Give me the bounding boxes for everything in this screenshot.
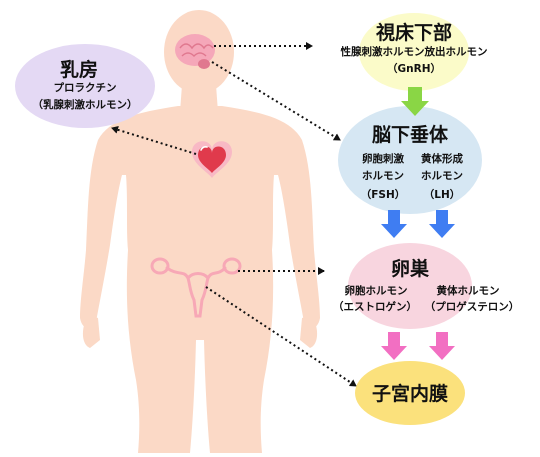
ovary-title: 卵巣 xyxy=(390,258,429,280)
breast-bubble xyxy=(15,44,155,128)
estrogen-label: 卵胞ホルモン xyxy=(344,285,408,297)
lh-line1: 黄体形成 xyxy=(421,153,463,165)
progesterone-label: 黄体ホルモン xyxy=(436,285,500,297)
uterus-icon xyxy=(150,257,242,318)
progesterone-sub: （プロゲステロン） xyxy=(424,301,520,313)
endometrium-title: 子宮内膜 xyxy=(371,383,448,405)
brain-icon xyxy=(175,34,215,69)
arrow-fsh-to-ovary xyxy=(381,210,407,238)
human-body xyxy=(80,10,320,453)
ovary-bubble xyxy=(348,243,472,329)
pituitary-title: 脳下垂体 xyxy=(371,124,448,146)
prolactin-sub: （乳腺刺激ホルモン） xyxy=(32,99,138,111)
arrow-progesterone-to-endometrium xyxy=(429,332,455,360)
gnrh-label: 性腺刺激ホルモン放出ホルモン xyxy=(340,46,488,58)
arrow-estrogen-to-endometrium xyxy=(381,332,407,360)
heart-icon xyxy=(192,141,232,178)
hypothalamus-bubble xyxy=(359,13,469,91)
hypothalamus-title: 視床下部 xyxy=(375,22,452,44)
lh-abbr: （LH） xyxy=(423,189,461,201)
estrogen-sub: （エストロゲン） xyxy=(333,301,417,313)
fsh-abbr: （FSH） xyxy=(360,189,406,201)
fsh-line1: 卵胞刺激 xyxy=(362,153,404,165)
fsh-line2: ホルモン xyxy=(362,170,404,182)
arrow-lh-to-ovary xyxy=(429,210,455,238)
leg-gap xyxy=(190,340,210,453)
prolactin-label: プロラクチン xyxy=(53,82,117,94)
gnrh-abbr: （GnRH） xyxy=(387,63,441,75)
breast-title: 乳房 xyxy=(59,59,98,81)
arrow-gnrh-to-pituitary xyxy=(401,87,429,116)
lh-line2: ホルモン xyxy=(421,170,463,182)
endometrium-bubble xyxy=(355,361,465,425)
connectors xyxy=(111,42,357,387)
pituitary-bubble xyxy=(338,106,482,214)
